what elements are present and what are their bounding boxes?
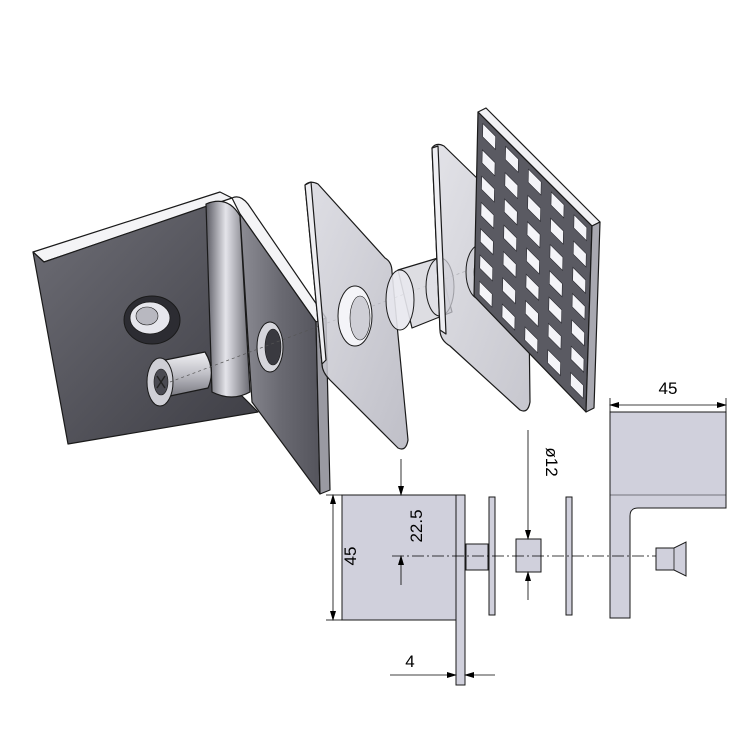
bushing-side-view bbox=[465, 543, 489, 571]
grille-plate bbox=[473, 107, 601, 413]
dim-plate-height: 45 bbox=[326, 494, 360, 621]
angle-bracket bbox=[32, 191, 331, 495]
grille-slot bbox=[571, 292, 586, 321]
grille-slot bbox=[479, 254, 494, 282]
grille-slot bbox=[503, 224, 518, 252]
grille-slot bbox=[550, 217, 564, 245]
grille-slot bbox=[501, 303, 516, 331]
grille-slot bbox=[572, 240, 587, 268]
grille-slot bbox=[549, 243, 564, 272]
grille-slot bbox=[548, 270, 563, 298]
grille-slot bbox=[503, 198, 518, 226]
grille-slot bbox=[480, 201, 495, 230]
grille-slot bbox=[548, 296, 563, 324]
dim-top-width: 45 bbox=[609, 379, 727, 412]
grille-slot bbox=[478, 280, 493, 308]
grille-slot bbox=[481, 175, 495, 203]
dim-half-height: 22.5 bbox=[398, 459, 426, 585]
grille-slot bbox=[524, 326, 539, 354]
grille-slot bbox=[527, 194, 541, 223]
grille-slot bbox=[525, 273, 540, 301]
grille-slot bbox=[570, 345, 585, 373]
dim-thickness: 4 bbox=[390, 652, 495, 678]
grille-slot bbox=[570, 371, 584, 400]
countersunk-screw bbox=[146, 351, 212, 407]
dim-diameter-label: ø12 bbox=[542, 447, 561, 476]
grille-slot bbox=[479, 228, 494, 256]
grille-slot bbox=[502, 250, 517, 279]
grille-slot bbox=[525, 299, 539, 328]
orthographic-view: 45 ø12 22.5 45 bbox=[326, 379, 727, 686]
dim-half-height-label: 22.5 bbox=[407, 509, 426, 542]
grille-slot bbox=[526, 247, 540, 275]
spacer-side-view bbox=[515, 538, 542, 573]
grille-slot bbox=[571, 319, 585, 347]
grille-slot bbox=[482, 122, 496, 151]
grille-slot bbox=[547, 322, 562, 351]
grille-slot bbox=[481, 149, 496, 177]
grille-slot bbox=[504, 171, 519, 200]
bracket-side-view bbox=[609, 411, 727, 619]
plate-thickness-view bbox=[455, 494, 466, 686]
dim-top-width-label: 45 bbox=[659, 379, 678, 398]
grille-slot bbox=[547, 348, 561, 377]
dim-plate-height-label: 45 bbox=[341, 547, 360, 566]
grille-slot bbox=[505, 145, 519, 174]
screw-side-view bbox=[655, 541, 687, 577]
grille-slot bbox=[527, 168, 542, 196]
grille-slot bbox=[573, 214, 588, 242]
grille-slot bbox=[550, 191, 565, 219]
grille-slot bbox=[502, 277, 516, 305]
dim-thickness-label: 4 bbox=[405, 652, 414, 671]
plate-front-view bbox=[341, 494, 465, 621]
front-gasket bbox=[304, 181, 409, 450]
grille-cells bbox=[478, 122, 588, 400]
grille-slot bbox=[526, 221, 541, 249]
dim-diameter: ø12 bbox=[525, 430, 561, 600]
exploded-view bbox=[32, 107, 601, 495]
grille-slot bbox=[572, 266, 587, 294]
